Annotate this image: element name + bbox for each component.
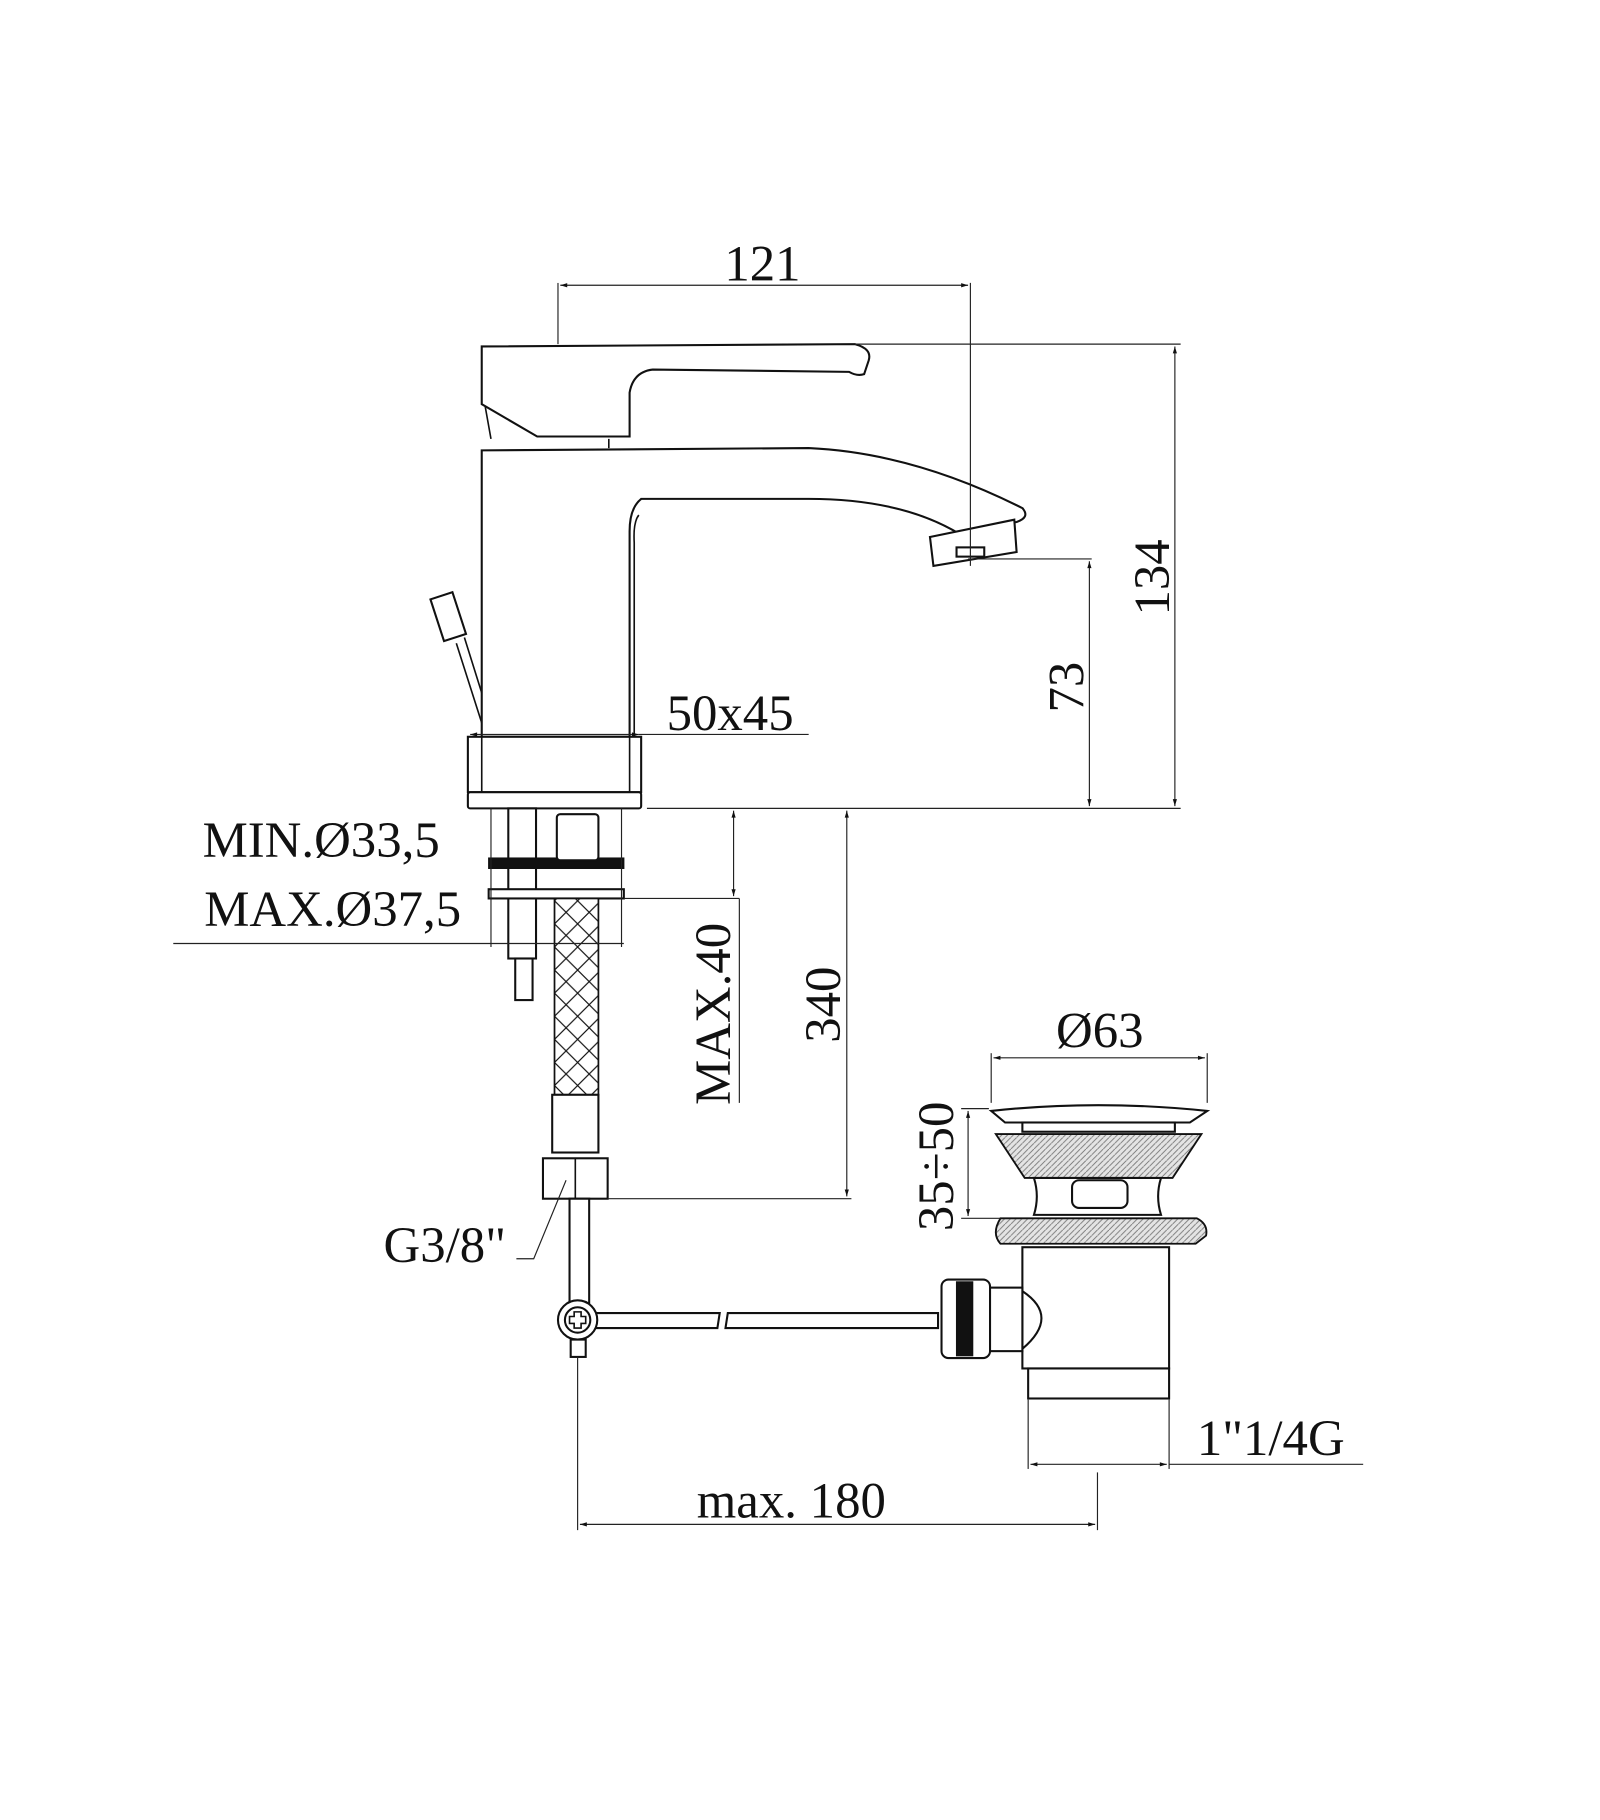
dimension-lines xyxy=(173,282,1364,1531)
dim-thread-label: G3/8" xyxy=(384,1217,506,1273)
flexible-hose xyxy=(541,813,609,1200)
dim-hose-label: 340 xyxy=(795,967,851,1043)
dim-hole-max-label: MAX.Ø37,5 xyxy=(204,881,461,937)
dim-drain-diameter-label: Ø63 xyxy=(1056,1002,1144,1058)
pop-up-lever xyxy=(429,590,483,724)
dim-drain-height-label: 35÷50 xyxy=(908,1102,964,1231)
dim-height-label: 134 xyxy=(1124,539,1180,615)
pop-up-rod xyxy=(556,1197,940,1358)
dim-length-label: 121 xyxy=(724,236,800,292)
dim-rod-distance-label: max. 180 xyxy=(697,1472,886,1528)
faucet-body xyxy=(466,343,1027,810)
dim-hole-min-label: MIN.Ø33,5 xyxy=(203,812,440,868)
drain-waste xyxy=(940,1104,1211,1400)
dim-base-label: 50x45 xyxy=(667,685,794,741)
dim-drain-thread-label: 1"1/4G xyxy=(1197,1410,1345,1466)
dim-deck-label: MAX.40 xyxy=(685,923,741,1105)
dim-spout-height-label: 73 xyxy=(1039,662,1095,713)
